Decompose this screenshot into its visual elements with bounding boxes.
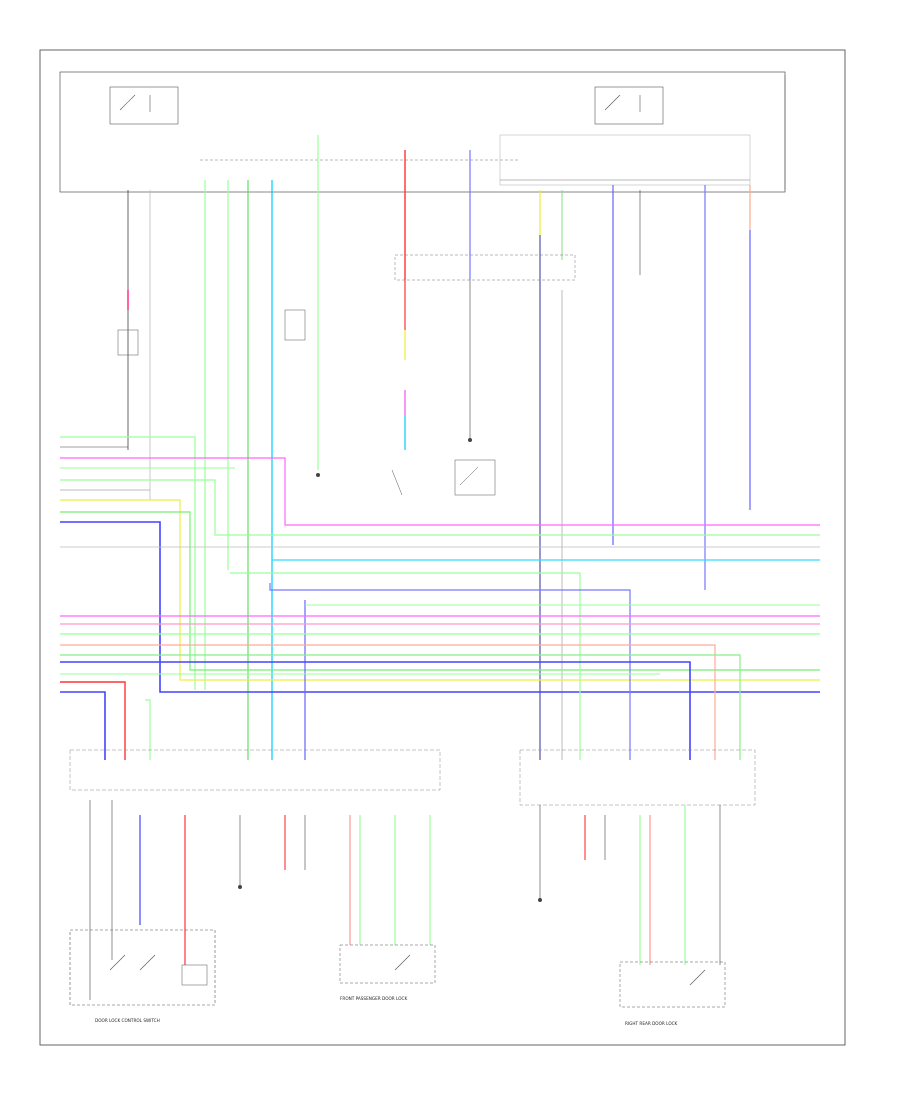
door-lock-control-switch-label: DOOR LOCK CONTROL SWITCH [95, 1018, 160, 1023]
relay-left [109, 86, 179, 125]
relay-box-top [59, 71, 786, 193]
harness-lower [60, 615, 820, 760]
relay-right [594, 86, 664, 125]
harness-upper [60, 436, 820, 760]
rear-door-lock-assembly [619, 961, 726, 1008]
front-door-lock-assembly [339, 944, 436, 984]
rear-door-lock-label: RIGHT REAR DOOR LOCK [625, 1021, 678, 1026]
door-lock-control-switch [69, 929, 216, 1006]
front-door-lock-label: FRONT PASSENGER DOOR LOCK [340, 996, 407, 1001]
diagram-frame [39, 49, 846, 1046]
